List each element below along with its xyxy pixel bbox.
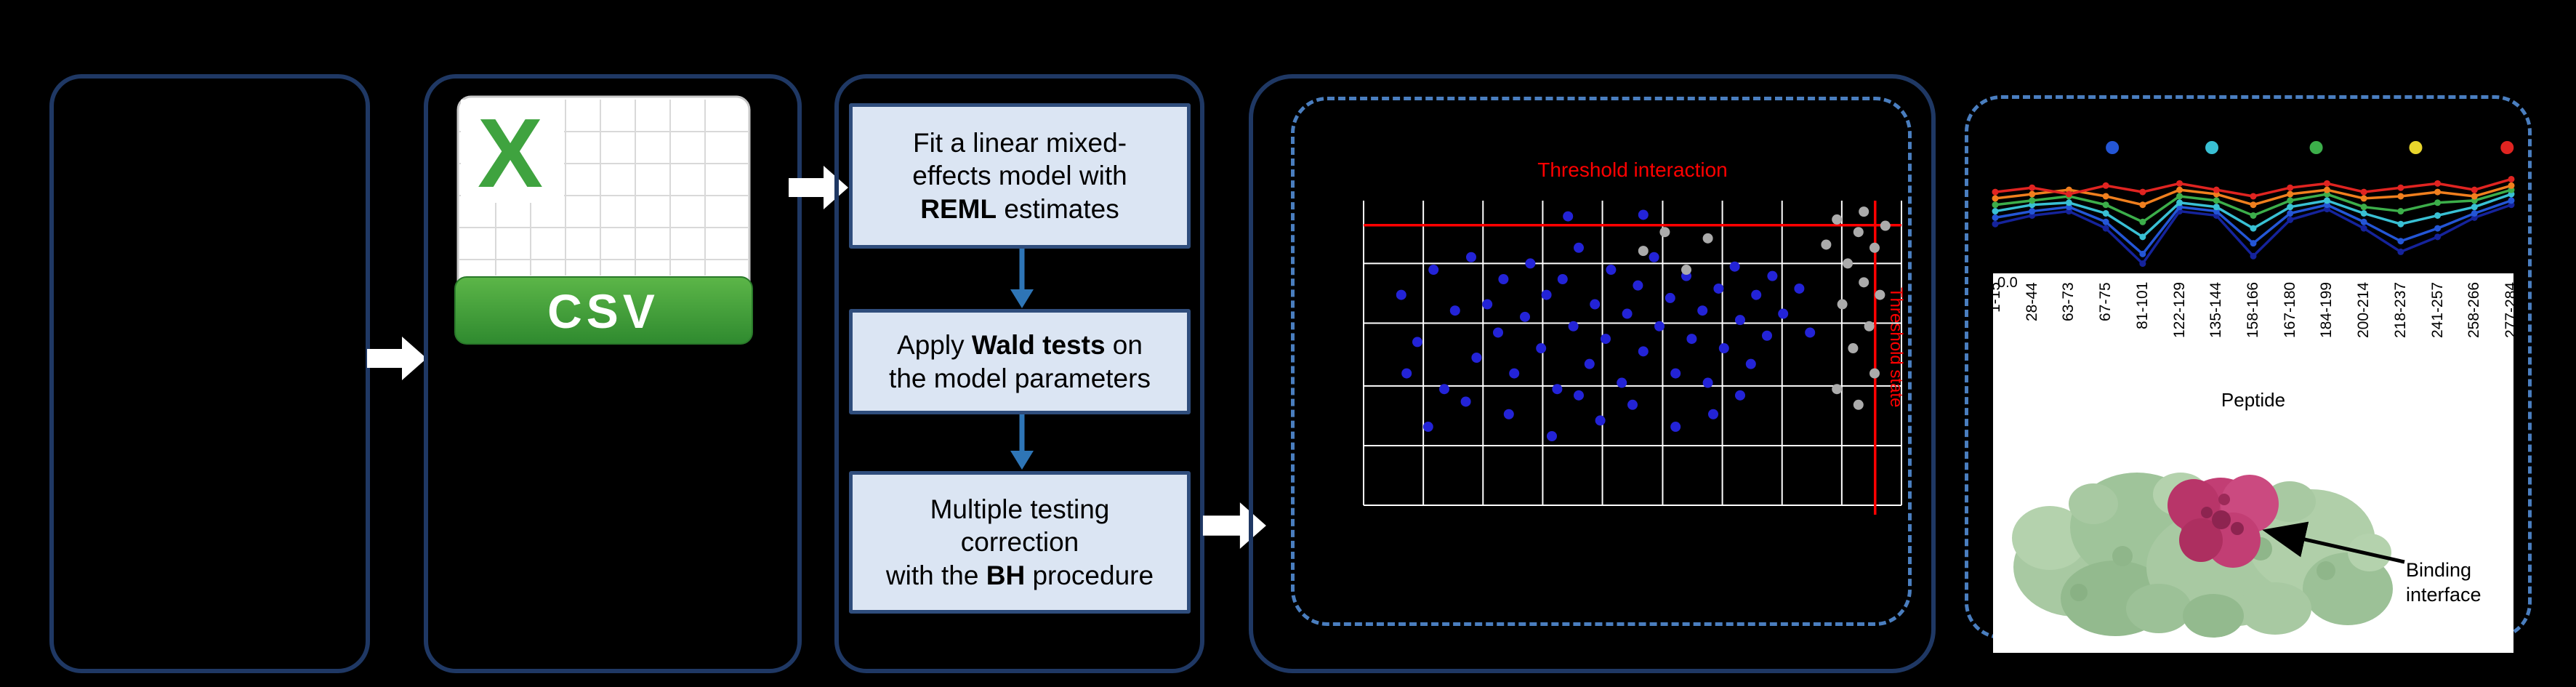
peptide-tick-label: 122-129: [2170, 281, 2188, 338]
timepoint-legend-dots: [2106, 141, 2514, 154]
flow-arrow-2: [789, 166, 848, 209]
step-bh: Multiple testing correction with the BH …: [849, 471, 1191, 614]
step-reml-text: Fit a linear mixed- effects model with R…: [912, 128, 1127, 224]
experimental-design-panel: [49, 74, 370, 673]
uptake-markers-navy: [1992, 201, 2515, 268]
deuterium-uptake-line-chart: [1992, 141, 2515, 268]
peptide-tick-label: 28-44: [2023, 282, 2040, 321]
peptide-tick-label: 67-75: [2097, 282, 2114, 321]
peptide-tick-label: 200-214: [2355, 281, 2372, 338]
excel-x-logo-icon: X: [478, 98, 543, 208]
peptide-tick-label: 184-199: [2318, 281, 2335, 338]
binding-interface-region: [2168, 475, 2279, 568]
model-steps-panel: [834, 74, 1204, 673]
down-arrow-1: [1010, 249, 1034, 308]
flow-arrow-1: [367, 337, 427, 380]
binding-interface-label: Binding interface: [2406, 559, 2482, 606]
step-bh-text: Multiple testing correction with the BH …: [885, 494, 1154, 590]
peptide-tick-label: 218-237: [2391, 281, 2409, 338]
peptide-tick-label: 167-180: [2281, 281, 2298, 338]
csv-banner: [454, 276, 753, 345]
scatter-grid: [1363, 201, 1902, 507]
peptide-tick-label: 258-266: [2466, 281, 2483, 338]
peptide-tick-label: 1-15: [1987, 281, 2003, 313]
down-arrow-icon: [1010, 451, 1034, 470]
peptide-tick-label: 241-257: [2428, 281, 2446, 338]
scatter-points: [1396, 206, 1891, 441]
csv-banner-label: CSV: [547, 284, 659, 338]
uptake-markers-cyan: [1992, 190, 2515, 241]
interaction-scatter-plot: [1363, 201, 1902, 515]
step-wald-text: Apply Wald tests on the model parameters: [889, 330, 1151, 393]
peptide-tick-label: 158-166: [2245, 281, 2261, 338]
right-arrow-icon: [367, 337, 427, 380]
scatter-side-threshold-label: Threshold state: [1886, 287, 1906, 408]
step-reml: Fit a linear mixed- effects model with R…: [849, 103, 1191, 249]
down-arrow-2: [1010, 414, 1034, 470]
x-backdrop: [461, 100, 564, 203]
peptide-tick-label: 135-144: [2207, 281, 2225, 338]
peptide-tick-label: 63-73: [2060, 282, 2077, 321]
peptide-tick-label: 81-101: [2133, 281, 2151, 329]
down-arrow-icon: [1010, 289, 1034, 308]
protein-structure-image: [2012, 473, 2405, 638]
results-panel: [1249, 74, 1936, 673]
right-arrow-icon: [789, 166, 848, 209]
annotation-arrow-icon: [2262, 521, 2405, 564]
uptake-markers-red: [1992, 175, 2515, 200]
csv-file-icon: X CSV: [454, 95, 753, 345]
peptide-tick-label: 277-284: [2503, 281, 2519, 338]
peptide-axis-title: Peptide: [2221, 389, 2286, 411]
scatter-dashed-box: [1291, 97, 1912, 626]
step-wald: Apply Wald tests on the model parameters: [849, 309, 1191, 414]
scatter-title: Threshold interaction: [1537, 158, 1728, 181]
y-axis-tick-label: 0.0: [1997, 275, 2018, 291]
csv-input-panel: [424, 74, 802, 673]
